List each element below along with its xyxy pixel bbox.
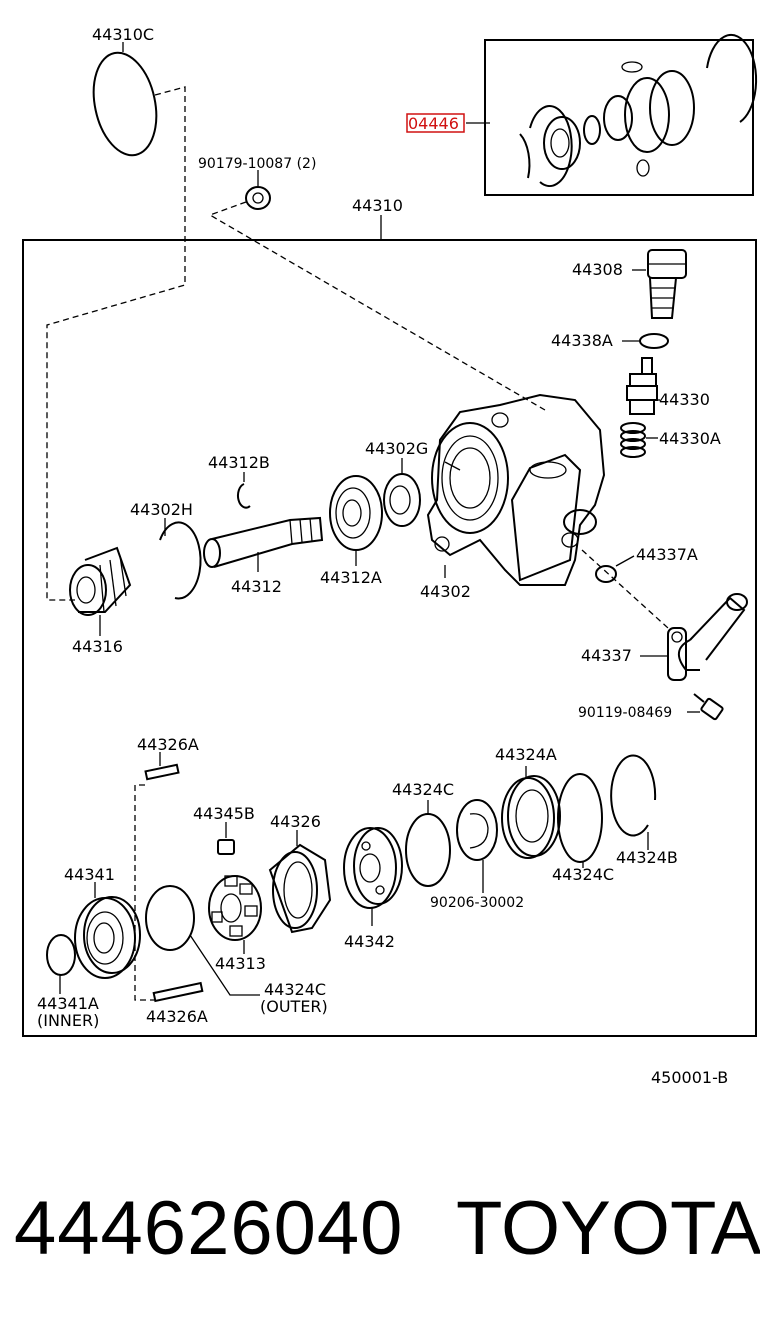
seal-44316 [69,546,132,636]
bushing-44302g [383,458,421,527]
o-ring-44324c-right [557,773,603,863]
label-44324a: 44324A [495,745,557,764]
label-44312a: 44312A [320,568,382,587]
ref-code-box [406,113,465,133]
main-assembly-frame [22,239,757,1037]
bearing-44312a [329,475,383,566]
o-ring-44324c-outer [145,885,195,951]
label-44345b: 44345B [193,804,255,823]
o-ring-44324c-middle [405,813,451,887]
label-44341: 44341 [64,865,115,884]
pressure-plate-44342 [343,827,403,926]
label-44312b: 44312B [208,453,270,472]
figure-code: 450001-B [651,1068,728,1087]
snap-ring-44312b [236,483,251,509]
label-44342: 44342 [344,932,395,951]
snap-ring-44302h [159,521,202,600]
label-44324c-outer: 44324C [264,980,326,999]
o-ring-44341a [46,934,76,976]
label-44324b: 44324B [616,848,678,867]
part-number: 444626040 [14,1186,404,1271]
label-44302h: 44302H [130,500,193,519]
kit-inset-frame [484,39,754,196]
label-44338a: 44338A [551,331,613,350]
plate-44324a [501,766,561,859]
label-44324c-middle: 44324C [392,780,454,799]
label-44326: 44326 [270,812,321,831]
snap-ring-44324b [610,754,657,837]
union-44337 [640,593,748,681]
label-outer: (OUTER) [260,997,328,1016]
nut-90179 [245,170,271,210]
label-44310c: 44310C [92,25,154,44]
bolt-90119 [687,693,724,721]
label-44330: 44330 [659,390,710,409]
spring-44330a [620,422,658,458]
label-44337a: 44337A [636,545,698,564]
label-90206: 90206-30002 [430,895,524,911]
cover-44341 [74,882,141,979]
cam-ring-44326 [268,830,332,934]
retainer-90206 [456,799,498,893]
o-ring-44338a [639,333,669,349]
label-44313: 44313 [215,954,266,973]
label-44308: 44308 [572,260,623,279]
label-44337: 44337 [581,646,632,665]
valve-44330 [626,357,660,415]
shaft-44312 [203,516,324,572]
label-44302: 44302 [420,582,471,601]
label-44326a-bottom: 44326A [146,1007,208,1026]
seal-ring-44310c [92,51,158,157]
repair-kit-parts [466,34,758,187]
pin-44326a-top [144,763,180,781]
brand-name: TOYOTA [456,1186,760,1271]
footer: 444626040 TOYOTA [0,1185,760,1285]
parts-diagram: 44310C 90179-10087 (2) 44310 04446 44308… [22,25,758,1087]
pump-housing-44302 [426,393,606,586]
o-ring-44337a [595,565,617,583]
label-90119: 90119-08469 [578,705,672,721]
label-44302g: 44302G [365,439,428,458]
label-90179: 90179-10087 (2) [198,156,316,172]
fitting-44308 [632,249,687,319]
label-44324c-right: 44324C [552,865,614,884]
ref-code-label: 04446 [408,114,459,133]
label-44341a: 44341A [37,994,99,1013]
label-44310: 44310 [352,196,403,215]
label-44312: 44312 [231,577,282,596]
label-44330a: 44330A [659,429,721,448]
label-inner: (INNER) [37,1011,99,1030]
rotor-44313 [208,875,262,954]
vane-44345b [217,839,235,855]
label-44326a-top: 44326A [137,735,199,754]
label-44316: 44316 [72,637,123,656]
pin-44326a-bottom [152,981,204,1003]
